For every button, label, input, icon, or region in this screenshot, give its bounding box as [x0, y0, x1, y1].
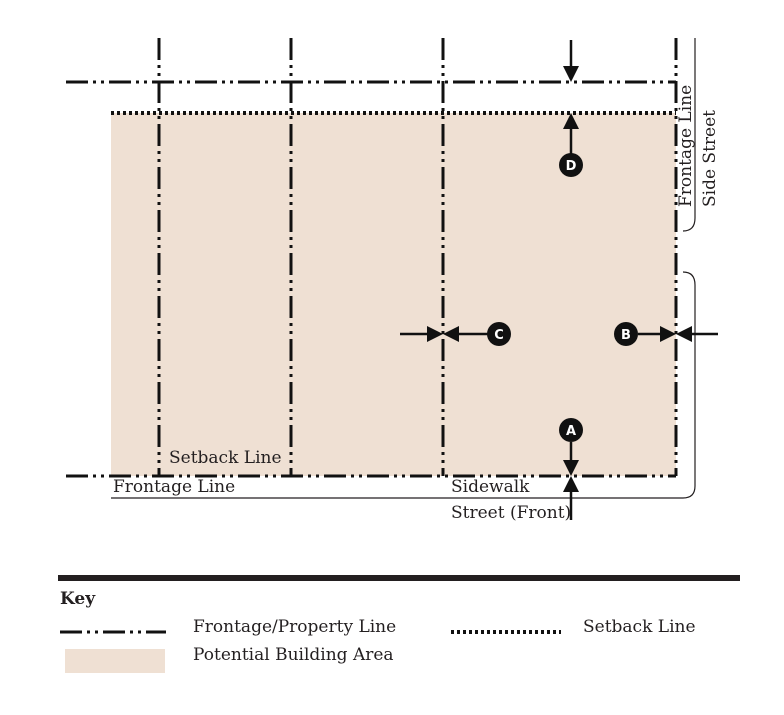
street-front-label: Street (Front)	[451, 503, 571, 523]
key-building-swatch	[65, 649, 165, 673]
frontage-line-front-label: Frontage Line	[113, 477, 235, 497]
arrow-d-bottom-head	[563, 113, 579, 129]
key-divider	[58, 575, 740, 581]
arrow-c-right-head	[443, 326, 459, 342]
marker-d-label: D	[566, 159, 577, 174]
marker-b	[614, 322, 638, 346]
arrow-a-top-head	[563, 460, 579, 476]
arrow-a-bottom-head	[563, 476, 579, 492]
marker-a-label: A	[566, 424, 576, 439]
frontage-line-side-label: Frontage Line	[676, 85, 696, 207]
marker-c	[487, 322, 511, 346]
sidewalk-outline-bottom	[111, 271, 696, 499]
key-title: Key	[60, 589, 96, 609]
side-street-label: Side Street	[700, 110, 720, 207]
marker-a	[559, 418, 583, 442]
sidewalk-label: Sidewalk	[451, 477, 530, 497]
arrow-b-right-head	[676, 326, 692, 342]
marker-c-label: C	[494, 328, 504, 343]
arrow-c-left-head	[427, 326, 443, 342]
key-setback-label: Setback Line	[583, 617, 696, 637]
key-building-label: Potential Building Area	[193, 645, 394, 665]
marker-d	[559, 153, 583, 177]
sidewalk-outline-side	[682, 38, 696, 232]
building-area	[111, 113, 676, 476]
marker-b-label: B	[621, 328, 631, 343]
setback-line-label: Setback Line	[169, 448, 282, 468]
key-frontage-label: Frontage/Property Line	[193, 617, 396, 637]
arrow-d-top-head	[563, 66, 579, 82]
arrow-b-left-head	[660, 326, 676, 342]
